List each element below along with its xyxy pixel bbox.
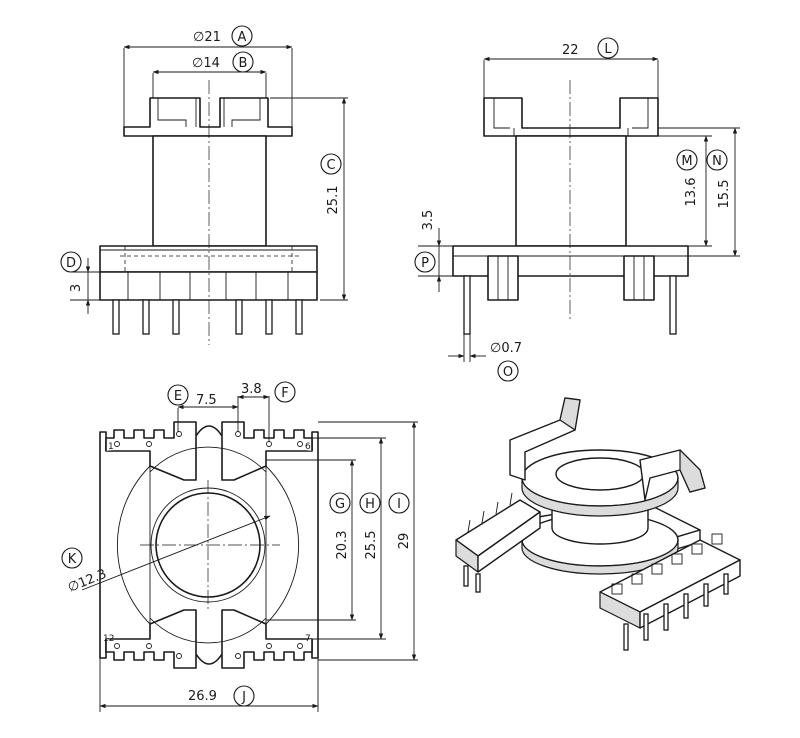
dim-c-label: C [326, 158, 335, 173]
dim-n-bubble [706, 149, 728, 171]
isometric-view [455, 397, 741, 651]
dim-d-label: D [66, 256, 76, 271]
dim-l-label: L [604, 42, 612, 57]
dim-h-value: 25.5 [364, 531, 379, 560]
dim-c-bubble [320, 153, 342, 175]
dim-m-bubble [676, 149, 698, 171]
bottom-bottom-teeth [105, 639, 313, 669]
dim-i-label: I [397, 497, 401, 512]
dim-i-value: 29 [397, 533, 412, 550]
dim-m-value: 13.6 [684, 178, 699, 207]
dim-d-bubble [60, 251, 82, 273]
dim-g-label: G [335, 497, 345, 512]
dim-h-label: H [365, 497, 375, 512]
front-pins [112, 299, 303, 335]
dim-b-value: ∅14 [192, 56, 220, 71]
dim-g-value: 20.3 [335, 531, 350, 560]
pin-number-7: 7 [305, 634, 311, 644]
dim-a-bubble [231, 25, 253, 47]
dim-l-bubble [597, 37, 619, 59]
bottom-top-teeth [105, 421, 313, 451]
dim-f-label: F [281, 386, 288, 401]
side-legs [487, 255, 655, 301]
iso-pins-right [623, 573, 729, 651]
dim-e-bubble [167, 384, 189, 406]
dim-g-bubble [329, 492, 351, 514]
dim-d-value: 3 [69, 284, 84, 292]
iso-pins-left [463, 565, 481, 593]
front-top-flange [123, 97, 293, 137]
dim-n-value: 15.5 [717, 180, 732, 209]
bottom-side-arc-left [116, 465, 151, 625]
side-top-flange [483, 97, 659, 137]
side-core-body [515, 135, 627, 247]
side-view: 22 L M 13.6 N 15.5 P 3.5 ∅0.7 O [414, 37, 740, 382]
pin-number-6: 6 [305, 442, 311, 452]
front-pin-ledge [99, 271, 318, 301]
dim-j-value: 26.9 [188, 689, 217, 704]
dim-k-bubble [61, 547, 83, 569]
dim-a-value: ∅21 [193, 30, 221, 45]
dim-l-value: 22 [562, 43, 579, 58]
front-core-body [152, 135, 267, 247]
dim-j-bubble [233, 685, 255, 707]
dim-o-value: ∅0.7 [490, 341, 522, 356]
dim-h-bubble [359, 492, 381, 514]
dim-j-label: J [241, 690, 246, 705]
dim-e-value: 7.5 [196, 393, 217, 408]
pin-number-1: 1 [108, 442, 114, 452]
dim-o-label: O [503, 365, 513, 380]
dim-o-bubble [497, 360, 519, 382]
dim-f-value: 3.8 [241, 382, 262, 397]
dim-c-value: 25.1 [326, 186, 341, 215]
dim-n-label: N [712, 154, 722, 169]
side-pin-right [669, 275, 677, 335]
front-view: ∅21 A ∅14 B C 25.1 D 3 [60, 25, 348, 345]
dim-k-label: K [68, 552, 77, 567]
dim-b-bubble [232, 51, 254, 73]
dim-i-bubble [388, 492, 410, 514]
dim-e-label: E [174, 389, 182, 404]
dim-f-bubble [274, 381, 296, 403]
dim-p-bubble [414, 251, 436, 273]
dim-p-label: P [421, 256, 429, 271]
bottom-view: 1 6 12 7 E 7.5 3.8 F G 20.3 H 25.5 [61, 381, 418, 712]
dim-b-label: B [239, 56, 248, 71]
pin-number-12: 12 [103, 634, 114, 644]
dim-m-label: M [681, 154, 692, 169]
dim-a-label: A [238, 30, 247, 45]
side-pin-left [463, 275, 471, 335]
bottom-side-arc-right [265, 465, 300, 625]
dim-p-value: 3.5 [421, 210, 436, 231]
